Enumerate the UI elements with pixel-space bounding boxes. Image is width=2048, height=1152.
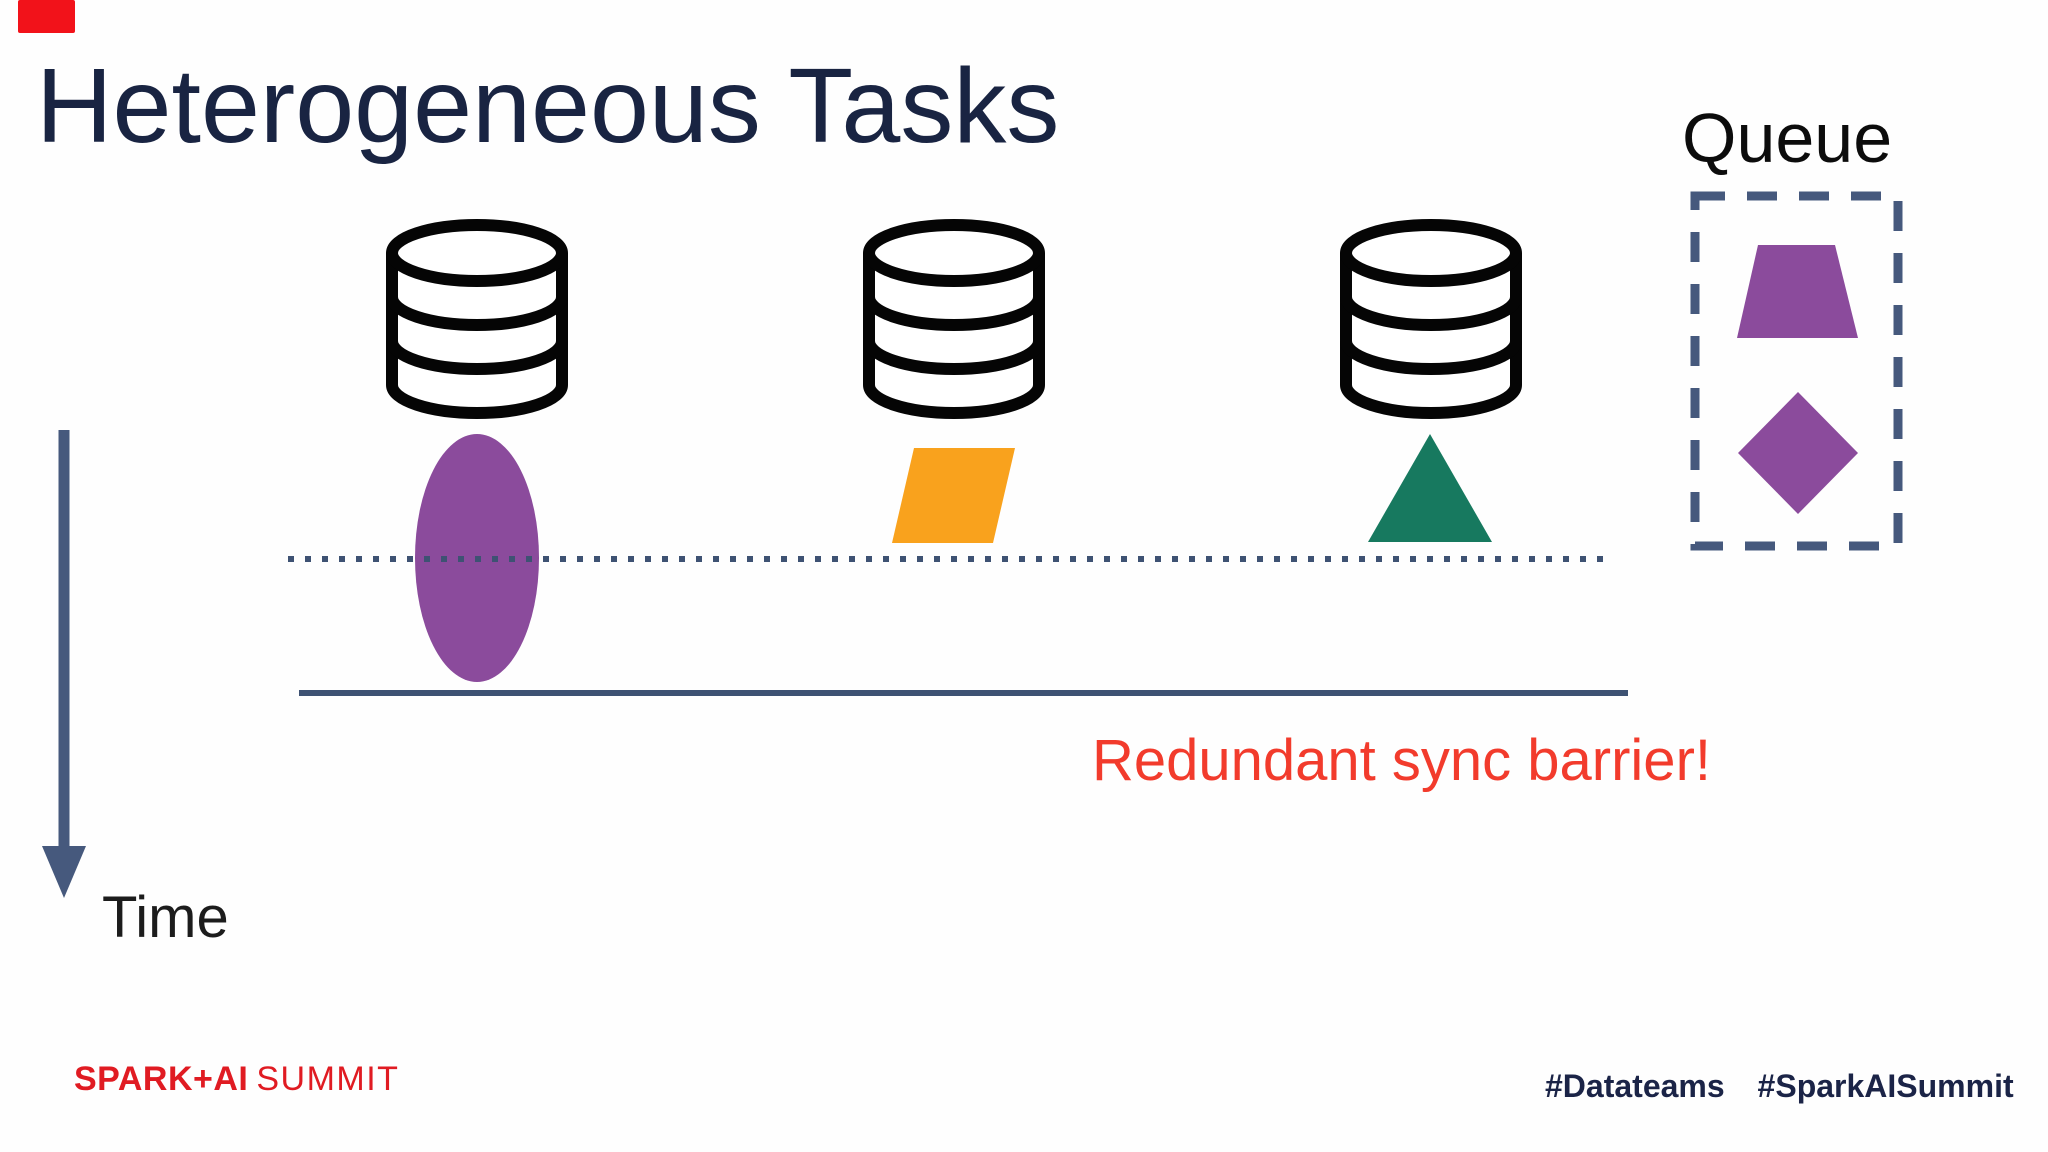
slide-title: Heterogeneous Tasks: [36, 47, 1060, 165]
hashtags: #Datateams #SparkAISummit: [1545, 1070, 2014, 1102]
hashtag-datateams: #Datateams: [1545, 1068, 1725, 1104]
database-icon: [386, 219, 568, 419]
hashtag-sparkaisummit: #SparkAISummit: [1757, 1068, 2014, 1104]
time-arrow-icon: [42, 430, 86, 898]
database-icon: [1340, 219, 1522, 419]
queue-box: [1690, 191, 1903, 551]
triangle-task-icon: [1368, 434, 1492, 542]
recording-indicator: [18, 0, 75, 33]
sync-barrier-annotation: Redundant sync barrier!: [1092, 728, 1711, 793]
diamond-task-icon: [1738, 392, 1858, 514]
logo-summit-text: SUMMIT: [256, 1060, 400, 1098]
time-axis-label: Time: [102, 885, 229, 950]
parallelogram-task-icon: [892, 448, 1015, 543]
trapezoid-task-icon: [1737, 245, 1858, 338]
queue-label: Queue: [1682, 99, 1893, 177]
logo-spark-ai-text: SPARK+AI: [74, 1060, 249, 1098]
database-icon: [863, 219, 1045, 419]
